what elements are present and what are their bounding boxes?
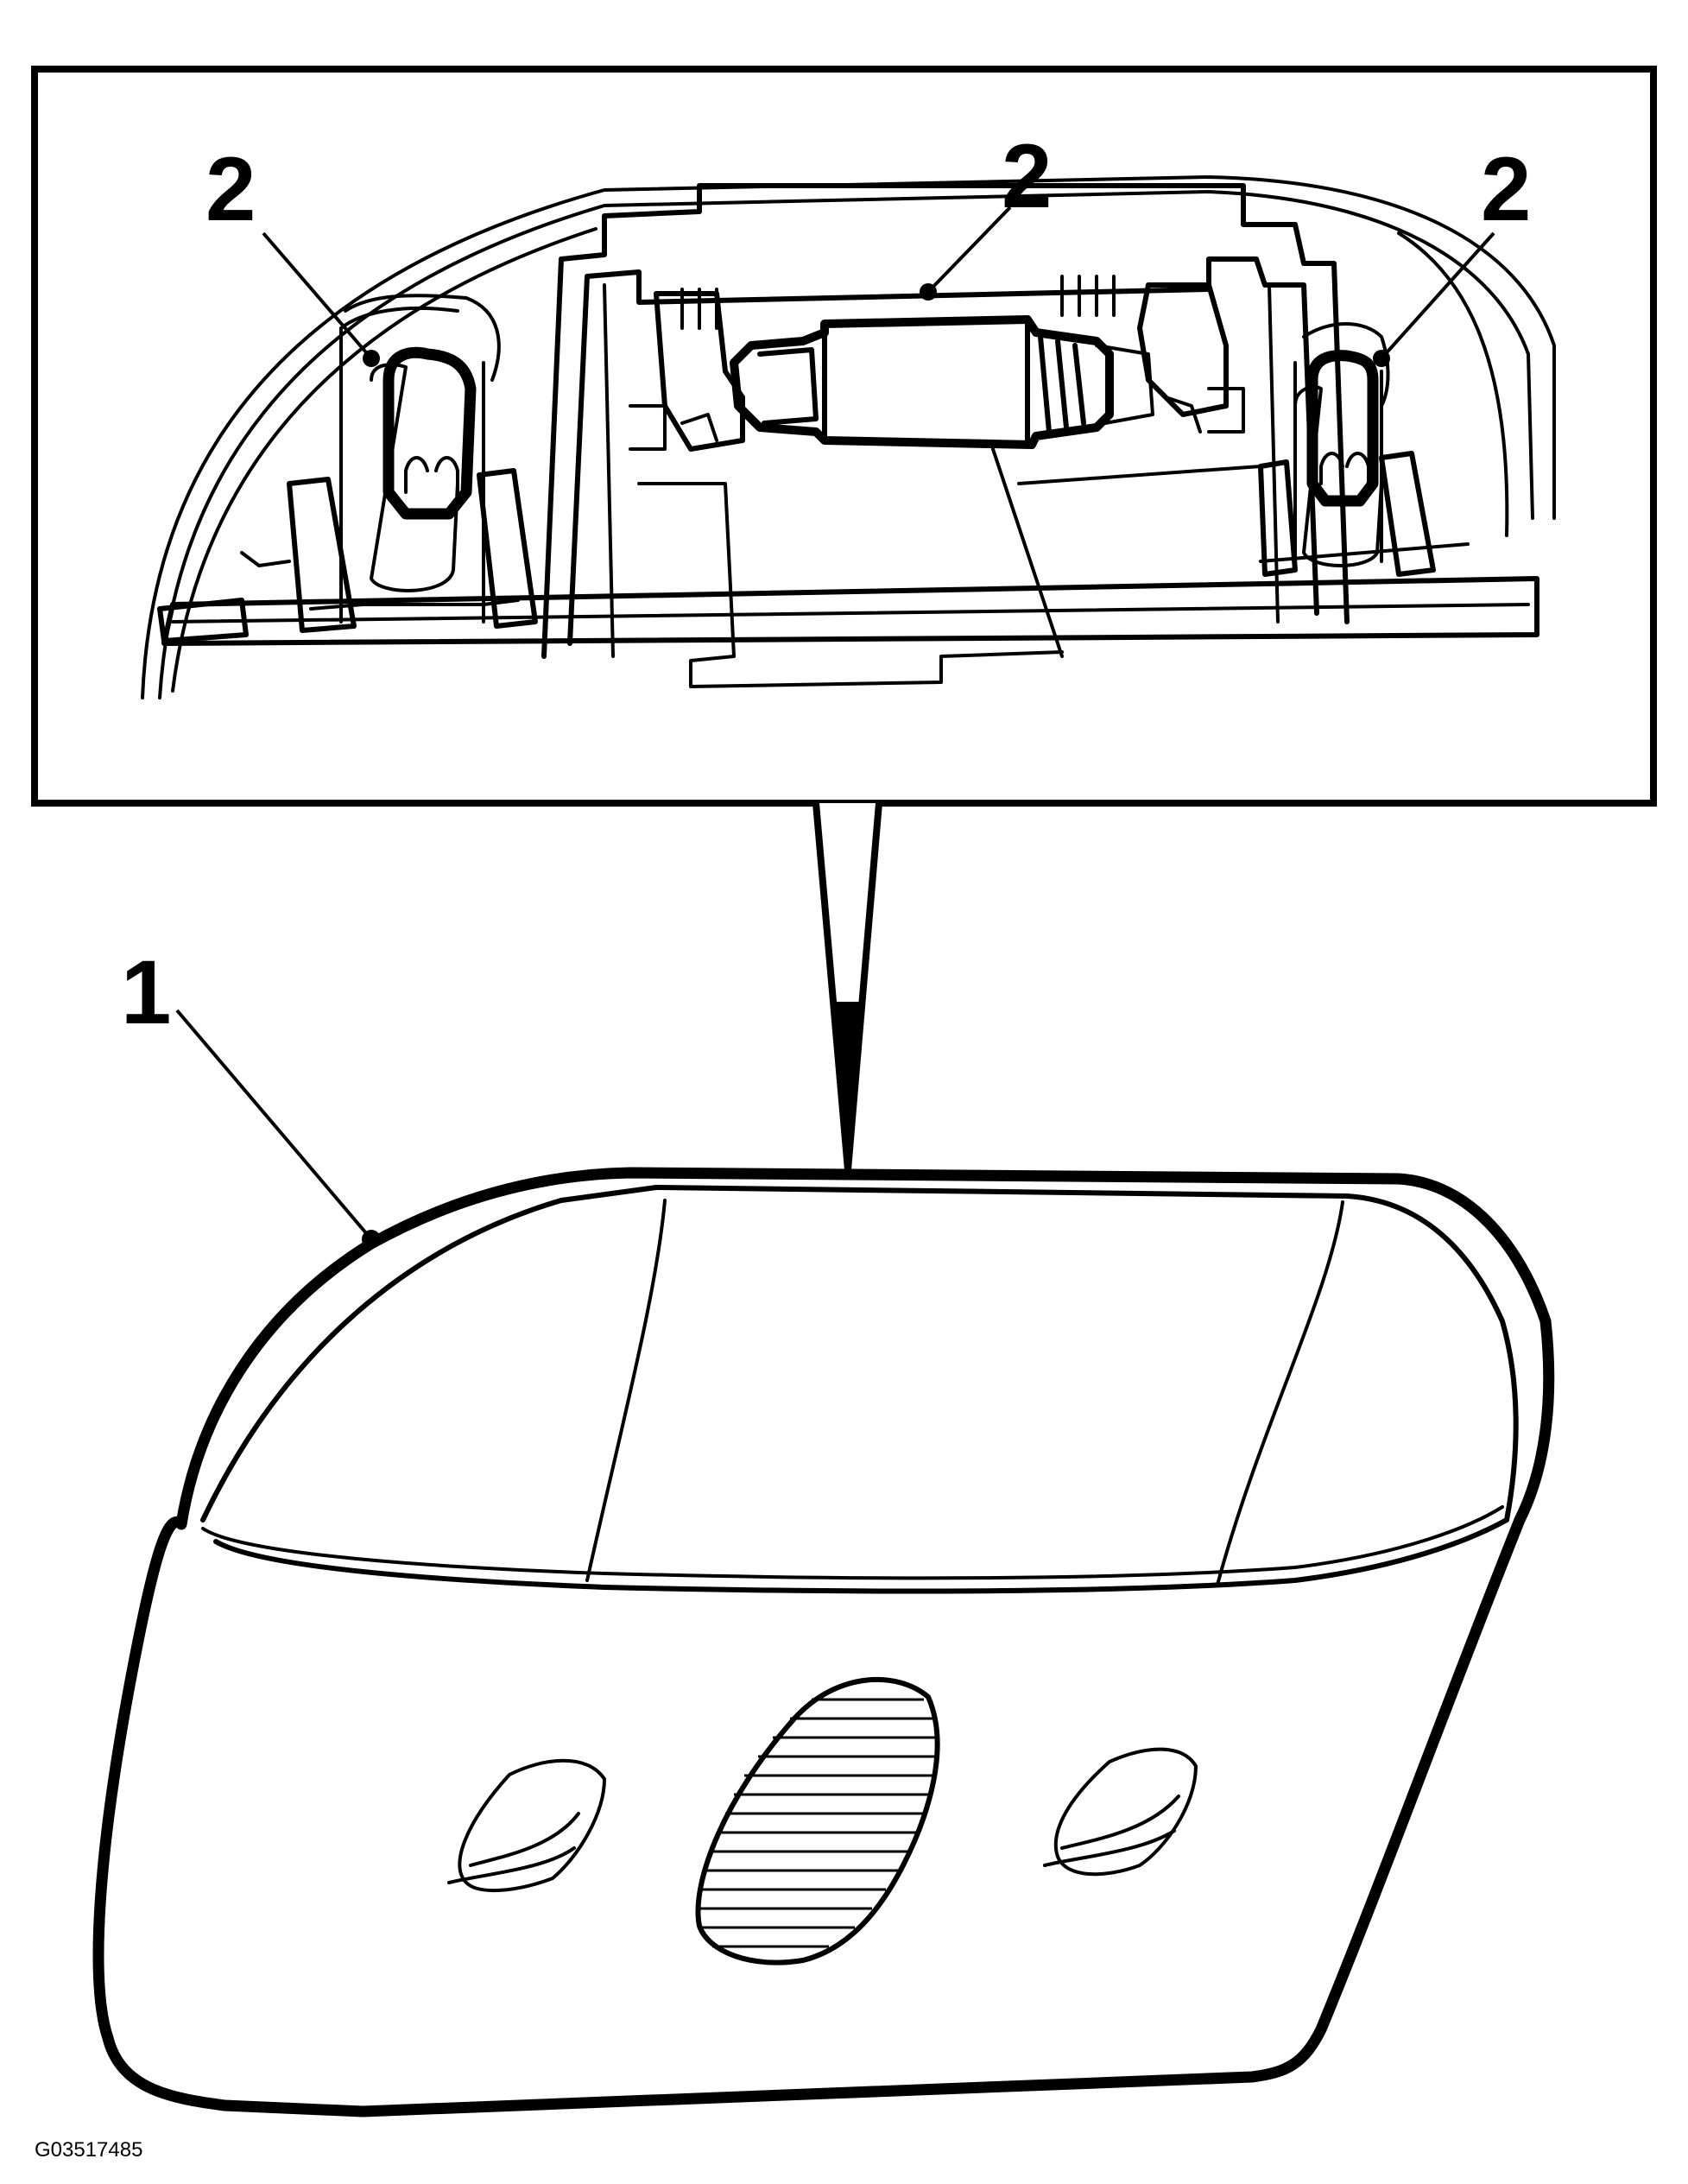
detail-pointer-tip — [833, 1002, 863, 1170]
callout-2-right: 2 — [1481, 139, 1531, 240]
left-bulb — [240, 294, 538, 633]
callout-2-left: 2 — [205, 139, 256, 240]
figure-id: G03517485 — [35, 2138, 142, 2162]
detail-inset-frame — [31, 66, 1657, 807]
center-bulb — [730, 315, 1154, 449]
dome-lamp-housing — [92, 1167, 1555, 2118]
callout-leaders — [175, 206, 1495, 1249]
right-bulb — [1258, 322, 1470, 577]
callout-1: 1 — [121, 942, 171, 1043]
grille-slats — [699, 1698, 938, 1948]
callout-2-center: 2 — [1002, 126, 1052, 227]
lamp-assembly-detail — [141, 175, 1556, 700]
